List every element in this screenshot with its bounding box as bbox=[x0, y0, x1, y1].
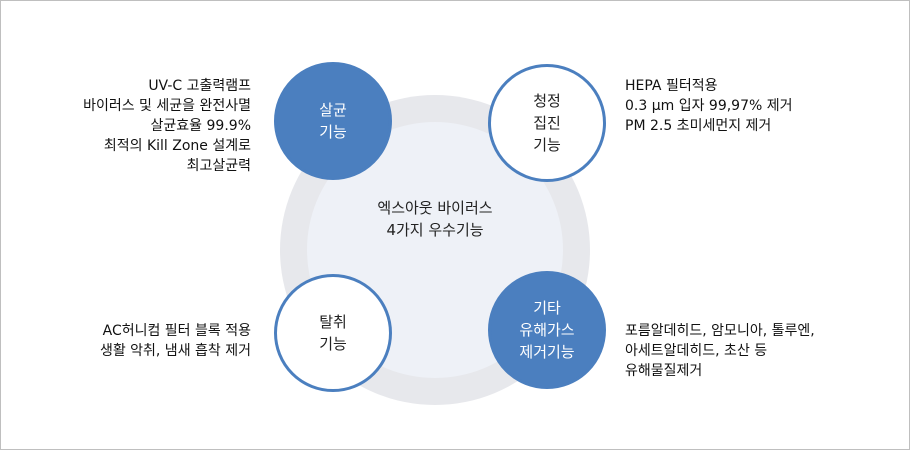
description-line: 생활 악취, 냄새 흡착 제거 bbox=[99, 343, 251, 359]
description-line: 아세트알데히드, 초산 등 bbox=[625, 343, 768, 359]
description-deodorization: AC허니컴 필터 블록 적용 생활 악취, 냄새 흡착 제거 bbox=[100, 321, 251, 361]
node-harmful-gas-removal: 기타 유해가스 제거기능 bbox=[488, 271, 606, 389]
node-deodorization: 탈취 기능 bbox=[274, 274, 392, 392]
node-dust-collection: 청정 집진 기능 bbox=[488, 64, 606, 182]
description-line: 바이러스 및 세균을 완전사멸 bbox=[83, 98, 251, 114]
node-dust-collection-label: 청정 집진 기능 bbox=[533, 92, 561, 154]
description-harmful-gas-removal: 포름알데히드, 암모니아, 톨루엔, 아세트알데히드, 초산 등 유해물질제거 bbox=[625, 321, 815, 381]
description-line: 포름알데히드, 암모니아, 톨루엔, bbox=[625, 323, 815, 339]
center-title-line2: 4가지 우수기능 bbox=[386, 221, 484, 239]
node-harmful-gas-removal-label: 기타 유해가스 제거기능 bbox=[519, 299, 575, 361]
description-line: UV-C 고출력램프 bbox=[148, 78, 251, 94]
description-dust-collection: HEPA 필터적용 0.3 μm 입자 99,97% 제거 PM 2.5 초미세… bbox=[625, 76, 793, 136]
description-line: 유해물질제거 bbox=[625, 363, 703, 379]
center-title-line1: 엑스아웃 바이러스 bbox=[377, 199, 493, 217]
node-deodorization-label: 탈취 기능 bbox=[319, 313, 347, 353]
description-sterilization: UV-C 고출력램프 바이러스 및 세균을 완전사멸 살균효율 99.9% 최적… bbox=[83, 76, 251, 176]
node-sterilization-label: 살균 기능 bbox=[319, 101, 347, 141]
description-line: 0.3 μm 입자 99,97% 제거 bbox=[625, 98, 793, 114]
description-line: AC허니컴 필터 블록 적용 bbox=[102, 323, 251, 339]
description-line: 최적의 Kill Zone 설계로 bbox=[103, 138, 251, 154]
center-title: 엑스아웃 바이러스 4가지 우수기능 bbox=[335, 197, 535, 241]
description-line: HEPA 필터적용 bbox=[625, 78, 718, 94]
description-line: PM 2.5 초미세먼지 제거 bbox=[625, 118, 772, 134]
description-line: 최고살균력 bbox=[186, 158, 251, 174]
node-sterilization: 살균 기능 bbox=[274, 62, 392, 180]
description-line: 살균효율 99.9% bbox=[150, 118, 251, 134]
